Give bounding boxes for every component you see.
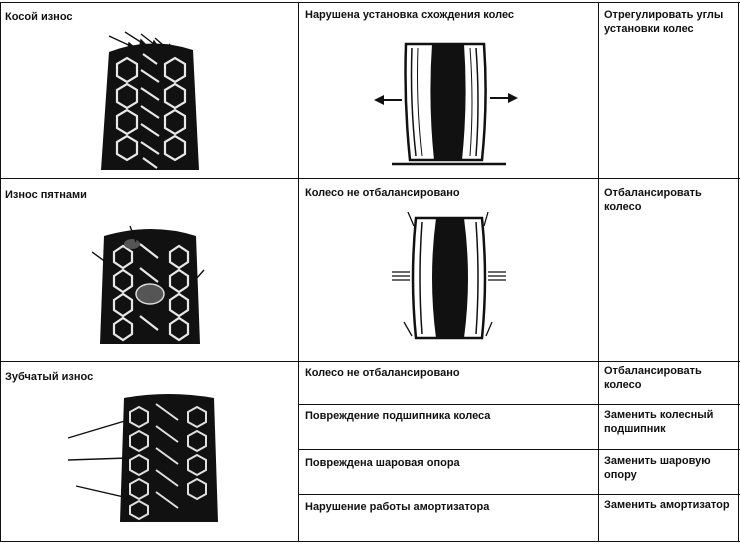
table-border-left: [0, 2, 1, 542]
cause-label: Колесо не отбалансировано: [305, 367, 460, 379]
remedy-label: Заменить шаровую опору: [604, 455, 711, 481]
table-border-sub3: [298, 494, 740, 495]
table-border-row2: [0, 361, 740, 362]
remedy-label: Заменить амортизатор: [604, 499, 730, 511]
cause-label: Повреждена шаровая опора: [305, 457, 460, 469]
remedy-label: Отбалансировать колесо: [604, 365, 702, 391]
wheel-toe-misalignment-image: [374, 42, 518, 166]
table-border-bottom: [0, 541, 740, 542]
table-border-col2: [598, 2, 599, 542]
table-border-col1: [298, 2, 299, 542]
wheel-unbalanced-image: [392, 211, 506, 340]
table-border-top: [0, 2, 740, 3]
cause-label: Нарушена установка схождения колес: [305, 9, 515, 21]
wear-type-label: Зубчатый износ: [5, 371, 94, 383]
remedy-label: Отрегулировать углы установки колес: [604, 9, 724, 35]
wear-type-label: Износ пятнами: [5, 189, 87, 201]
remedy-label: Заменить колесный подшипник: [604, 409, 714, 435]
cause-label: Повреждение подшипника колеса: [305, 410, 491, 422]
table-border-sub1: [298, 404, 740, 405]
remedy-label: Отбалансировать колесо: [604, 187, 702, 213]
tire-tread-sawtooth-wear-image: [67, 394, 218, 522]
table-border-row1: [0, 178, 740, 179]
wear-type-label: Косой износ: [5, 11, 73, 23]
table-border-right: [738, 2, 739, 542]
cause-label: Колесо не отбалансировано: [305, 187, 460, 199]
cause-label: Нарушение работы амортизатора: [305, 501, 490, 513]
tire-tread-spot-wear-image: [92, 225, 205, 344]
table-border-sub2: [298, 449, 740, 450]
tire-tread-diagonal-wear-image: [101, 31, 199, 170]
